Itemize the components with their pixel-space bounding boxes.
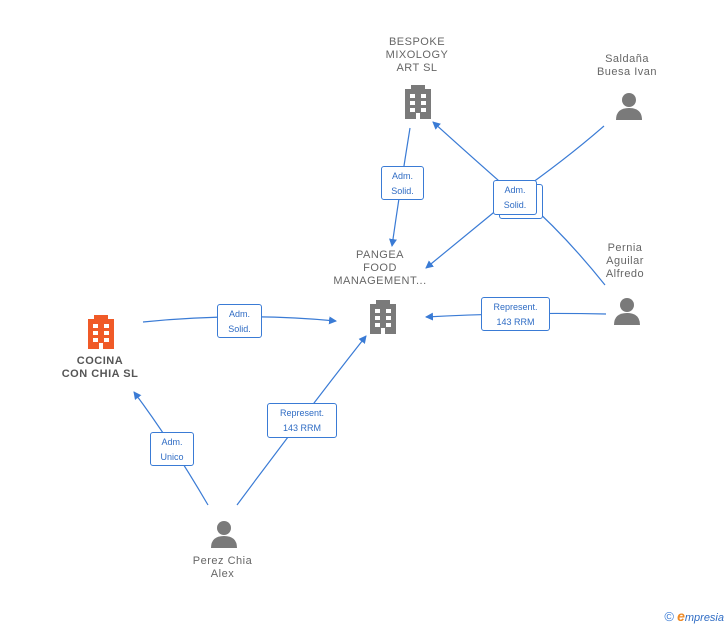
brand-name: mpresia [684, 612, 724, 624]
person-icon-saldana[interactable] [616, 93, 642, 120]
edge-label-cocina-pangea[interactable]: Adm. Solid. [217, 304, 262, 338]
edge-label-pernia-pangea[interactable]: Represent. 143 RRM [481, 297, 550, 331]
edge-label-perez-cocina[interactable]: Adm. Unico [150, 432, 194, 466]
node-label-cocina[interactable]: COCINA CON CHIA SL [61, 355, 139, 380]
building-windows [93, 94, 426, 349]
node-label-bespoke[interactable]: BESPOKE MIXOLOGY ART SL [385, 36, 449, 74]
edge-label-saldana[interactable]: Adm. Solid. [493, 180, 537, 215]
person-icon-pernia[interactable] [614, 298, 640, 325]
brand-logo-initial: e [677, 608, 685, 624]
edge-label-perez-pangea[interactable]: Represent. 143 RRM [267, 403, 337, 438]
footer-brand: © empresia [664, 608, 724, 624]
edge-label-bespoke-pangea[interactable]: Adm. Solid. [381, 166, 424, 200]
node-label-saldana[interactable]: Saldaña Buesa Ivan [596, 53, 658, 78]
node-label-pernia[interactable]: Pernia Aguilar Alfredo [605, 242, 645, 280]
node-label-perez[interactable]: Perez Chia Alex [192, 555, 253, 580]
copyright-symbol: © [664, 609, 675, 624]
node-label-pangea[interactable]: PANGEA FOOD MANAGEMENT... [333, 249, 427, 287]
person-icon-perez[interactable] [211, 521, 237, 548]
